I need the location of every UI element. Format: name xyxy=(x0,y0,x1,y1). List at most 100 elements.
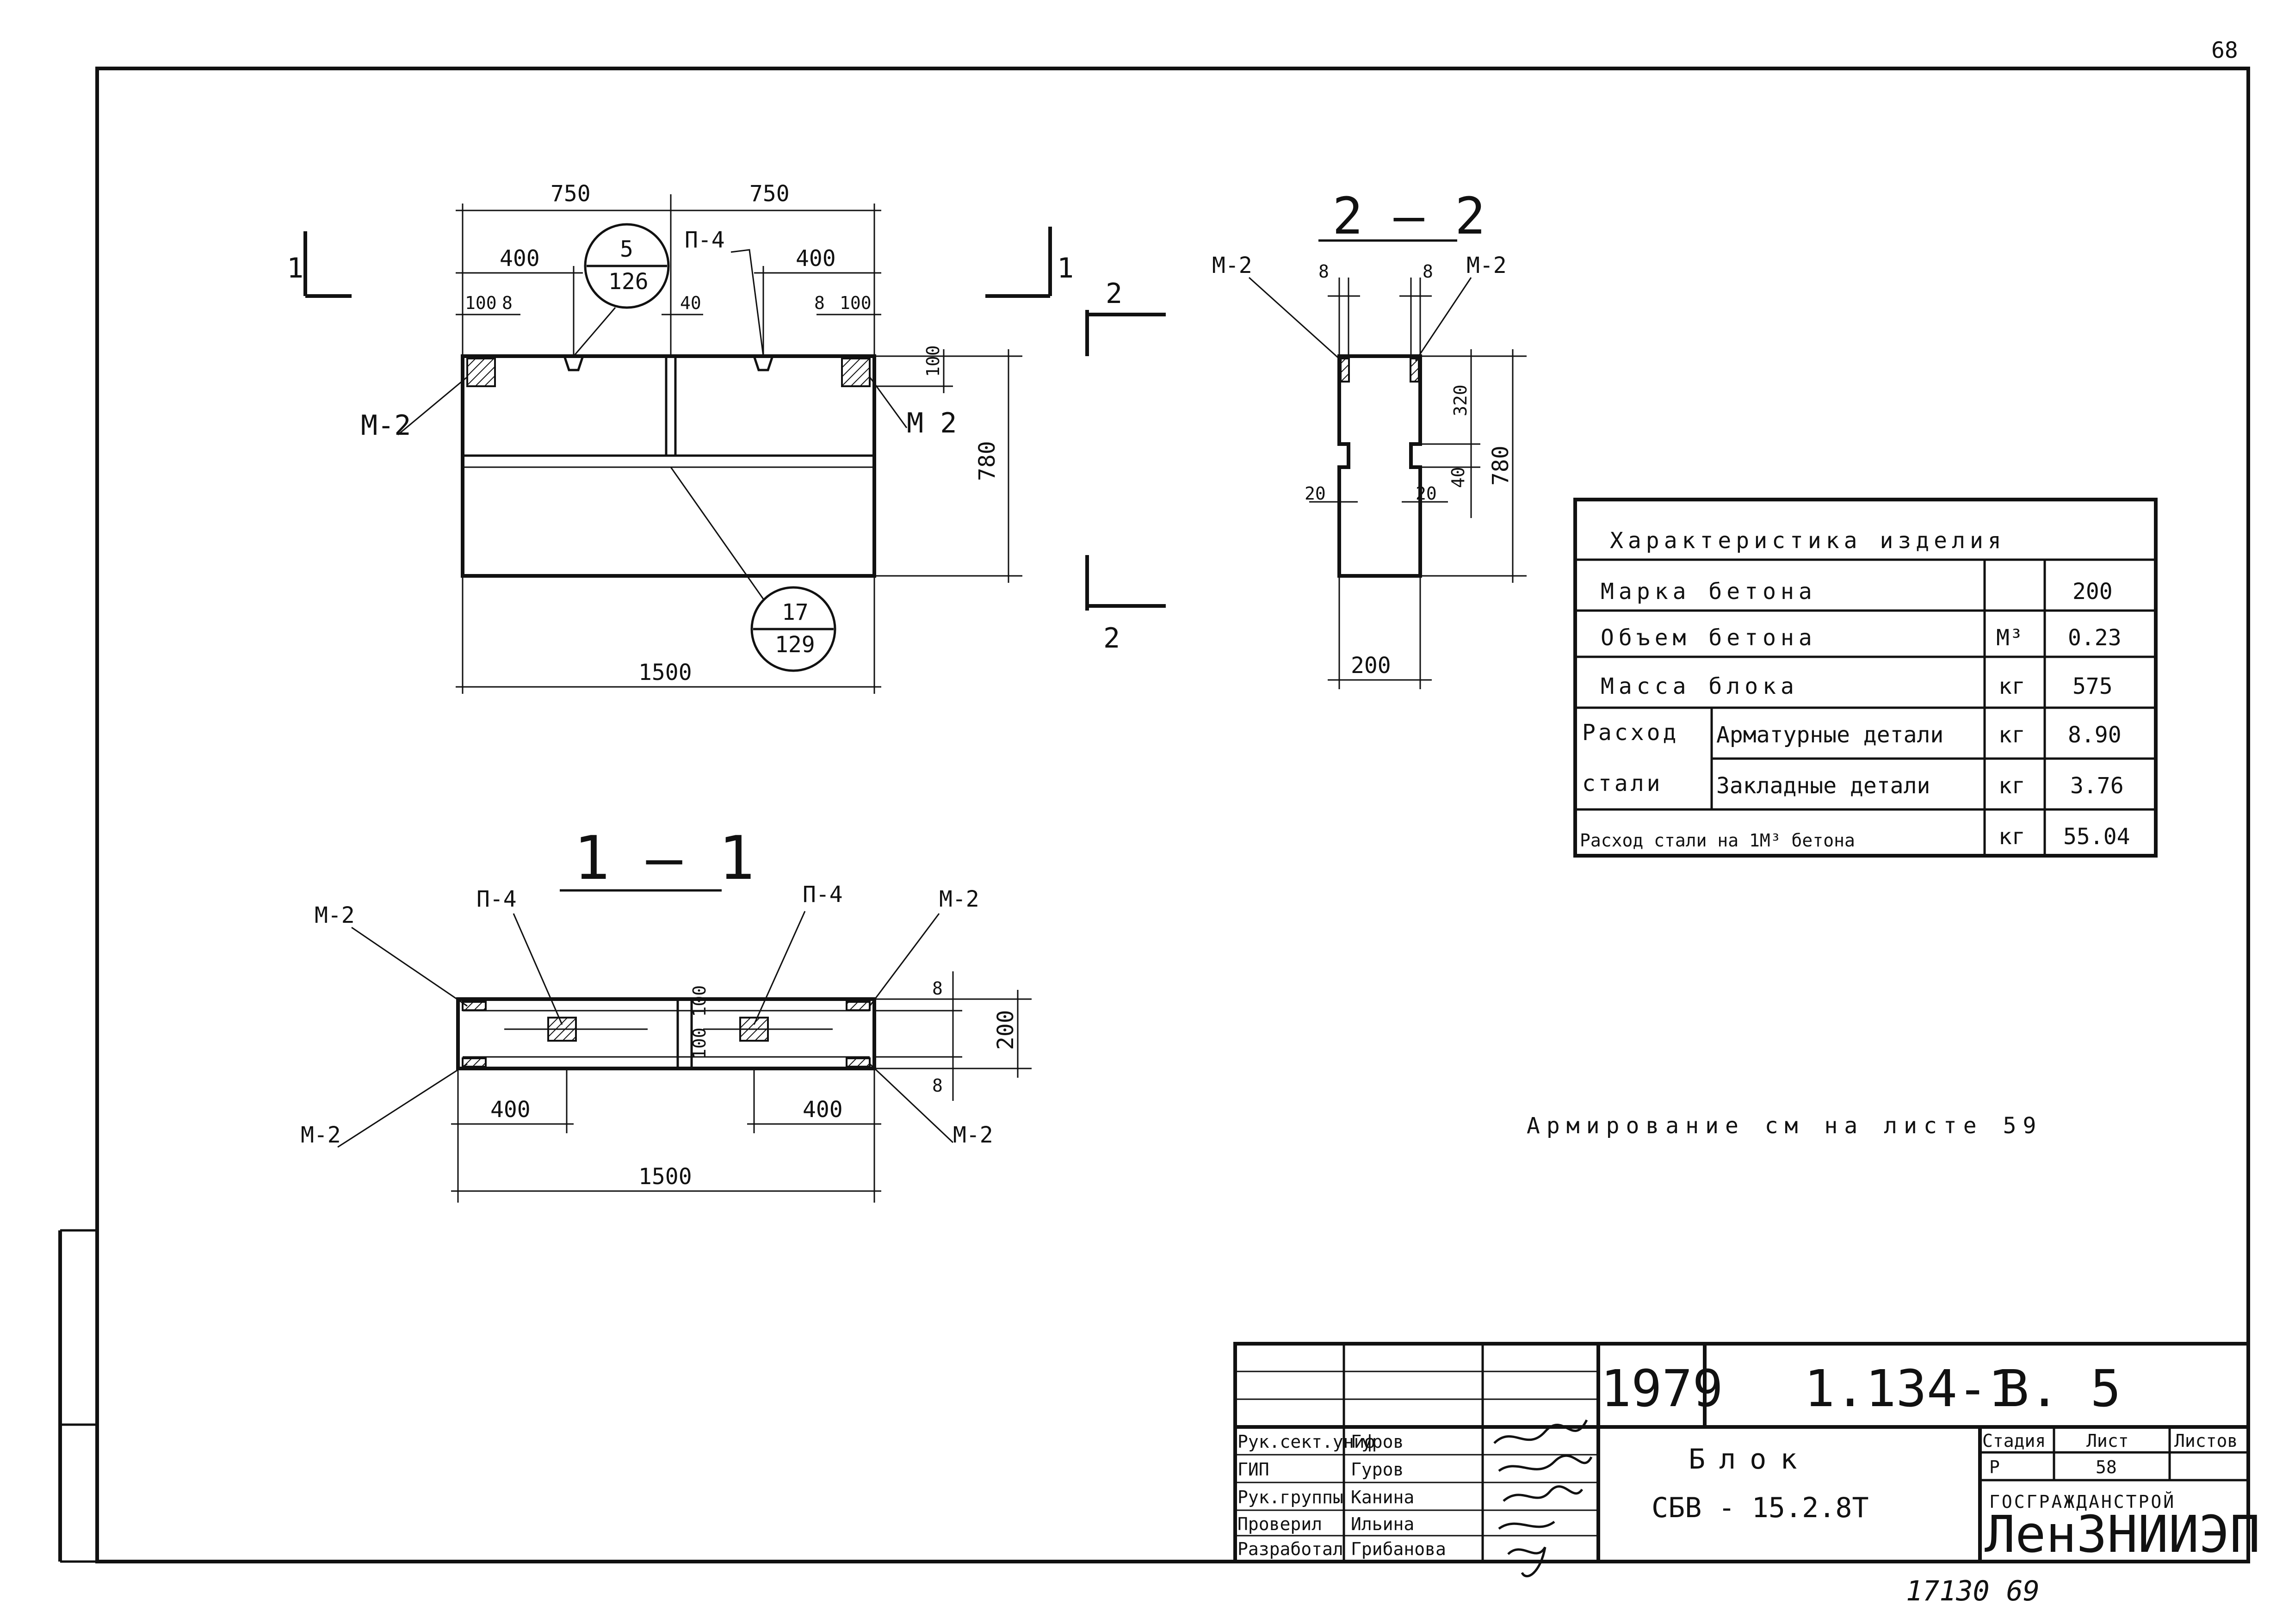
row-steel-per-m3-label: Расход стали на 1М³ бетона xyxy=(1580,830,1855,851)
label-m2-right: М 2 xyxy=(907,407,957,439)
label-1-1-m2-bottom-left: М-2 xyxy=(301,1122,341,1148)
name-3: Ильина xyxy=(1351,1514,1414,1534)
title-name: Блок xyxy=(1689,1443,1811,1476)
name-4: Грибанова xyxy=(1351,1539,1446,1559)
dim-2-2-left-20: 20 xyxy=(1305,483,1326,504)
svg-text:126: 126 xyxy=(608,269,649,295)
dim-left-400: 400 xyxy=(500,246,540,272)
dim-right-100: 100 xyxy=(840,293,872,313)
svg-text:1: 1 xyxy=(287,252,303,284)
label-1-1-m2-top-right: М-2 xyxy=(939,886,979,912)
role-3: Проверил xyxy=(1237,1514,1322,1534)
cut-mark-1-left: 1 xyxy=(287,231,352,298)
row-block-mass-value: 575 xyxy=(2072,673,2113,699)
section-1-1: 1 — 1 М-2 П-4 П-4 М-2 М-2 М-2 100 100 xyxy=(301,823,1032,1203)
label-1-1-p4-left: П-4 xyxy=(476,886,517,912)
row-rebar-label: Арматурные детали xyxy=(1716,722,1943,748)
row-concrete-volume-value: 0.23 xyxy=(2068,625,2122,651)
detail-callout-top: 5 126 xyxy=(573,223,670,357)
dim-2-2-right-20: 20 xyxy=(1416,483,1437,504)
embedded-plate-m2-left xyxy=(466,358,496,387)
dim-top-100: 100 xyxy=(923,345,943,377)
detail-callout-bottom: 17 129 xyxy=(670,467,836,672)
label-2-2-m2-left: М-2 xyxy=(1212,253,1252,278)
dim-length-1500: 1500 xyxy=(638,660,692,685)
dim-1-1-width-200: 200 xyxy=(993,1010,1019,1050)
name-2: Канина xyxy=(1351,1487,1414,1507)
title-mark: СБВ - 15.2.8Т xyxy=(1652,1492,1869,1524)
svg-text:1: 1 xyxy=(1057,252,1074,284)
title-series: 1.134-1 xyxy=(1804,1359,2019,1418)
signatures xyxy=(1493,1419,1593,1578)
org-top: ГОСГРАЖДАНСТРОЙ xyxy=(1989,1492,2176,1512)
dim-1-1-mid-100-100: 100 100 xyxy=(689,985,710,1059)
dim-left-100: 100 xyxy=(465,293,497,313)
cut-mark-2-top: 2 xyxy=(1085,278,1166,356)
row-rebar-value: 8.90 xyxy=(2068,722,2122,748)
dim-1-1-bottom-8: 8 xyxy=(932,1075,943,1096)
row-embedded-unit: кг xyxy=(1998,773,2025,799)
cut-mark-1-right: 1 xyxy=(985,227,1074,298)
embedded-plate-m2-right xyxy=(841,358,871,387)
spec-table-title: Характеристика изделия xyxy=(1610,528,2006,554)
sheet-frame: 68 17130 69 xyxy=(58,37,2250,1607)
dim-right-8: 8 xyxy=(814,293,825,313)
dim-2-2-upper-320: 320 xyxy=(1450,384,1471,416)
row-embedded-label: Закладные детали xyxy=(1716,773,1930,799)
row-concrete-volume-label: Объем бетона xyxy=(1601,625,1817,651)
row-steel-group-1: Расход xyxy=(1582,720,1679,746)
svg-text:2: 2 xyxy=(1106,278,1122,310)
title-issue: В. 5 xyxy=(1998,1359,2121,1418)
elevation-view: 750 750 400 400 100 8 40 8 100 100 780 1… xyxy=(287,181,1166,694)
dim-mid-40: 40 xyxy=(680,293,701,313)
dim-2-2-top-left-8: 8 xyxy=(1318,261,1329,282)
dim-left-8: 8 xyxy=(502,293,513,313)
label-1-1-m2-bottom-right: М-2 xyxy=(953,1122,993,1148)
footer-number: 17130 69 xyxy=(1906,1575,2040,1607)
name-1: Гуров xyxy=(1351,1459,1404,1480)
sheet-no-value: 58 xyxy=(2096,1457,2117,1477)
dim-1-1-left-400: 400 xyxy=(490,1097,531,1123)
svg-text:129: 129 xyxy=(775,632,815,658)
label-p4: П-4 xyxy=(685,227,725,253)
page-number: 68 xyxy=(2211,37,2238,63)
org-name: ЛенЗНИИЭП xyxy=(1985,1505,2260,1564)
label-m2-left: М-2 xyxy=(361,409,411,442)
stage-value: Р xyxy=(1989,1457,2000,1477)
row-steel-group-2: стали xyxy=(1582,771,1663,797)
lifting-loop-right xyxy=(753,356,774,371)
dim-right-400: 400 xyxy=(796,246,836,272)
dim-2-2-top-right-8: 8 xyxy=(1423,261,1433,282)
svg-text:2: 2 xyxy=(1103,622,1120,655)
stage-label: Стадия xyxy=(1982,1431,2046,1451)
section-2-2-title: 2 — 2 xyxy=(1332,186,1485,246)
svg-text:17: 17 xyxy=(782,599,809,625)
name-0: Гуров xyxy=(1351,1432,1404,1452)
sheets-label: Листов xyxy=(2174,1431,2238,1451)
row-block-mass-label: Масса блока xyxy=(1601,673,1799,699)
dim-right-750: 750 xyxy=(749,181,790,207)
spec-table: Характеристика изделия Марка бетона 200 … xyxy=(1573,498,2158,858)
label-1-1-p4-right: П-4 xyxy=(803,882,843,908)
lifting-loop-left xyxy=(563,356,584,371)
row-block-mass-unit: кг xyxy=(1998,673,2025,699)
role-4: Разработал xyxy=(1237,1539,1343,1559)
title-block: 1979 1.134-1 В. 5 Блок СБВ - 15.2.8Т Ста… xyxy=(1233,1342,2260,1578)
row-embedded-value: 3.76 xyxy=(2070,773,2124,799)
row-concrete-grade-label: Марка бетона xyxy=(1601,579,1817,605)
label-2-2-m2-right: М-2 xyxy=(1466,253,1507,278)
row-steel-per-m3-value: 55.04 xyxy=(2063,824,2130,850)
svg-text:5: 5 xyxy=(620,236,633,262)
row-steel-per-m3-unit: кг xyxy=(1998,824,2025,850)
dim-2-2-total-780: 780 xyxy=(1488,445,1514,486)
reinforcement-note: Армирование см на листе 59 xyxy=(1527,1113,2042,1139)
sheet-label: Лист xyxy=(2086,1431,2129,1451)
row-rebar-unit: кг xyxy=(1998,722,2025,748)
role-0: Рук.сект.униф xyxy=(1237,1432,1375,1452)
row-concrete-volume-unit: М³ xyxy=(1996,625,2023,651)
dim-2-2-mid-40: 40 xyxy=(1448,467,1468,488)
dim-height-780: 780 xyxy=(974,441,1000,481)
dim-2-2-width-200: 200 xyxy=(1351,653,1391,679)
role-2: Рук.группы xyxy=(1237,1487,1343,1507)
